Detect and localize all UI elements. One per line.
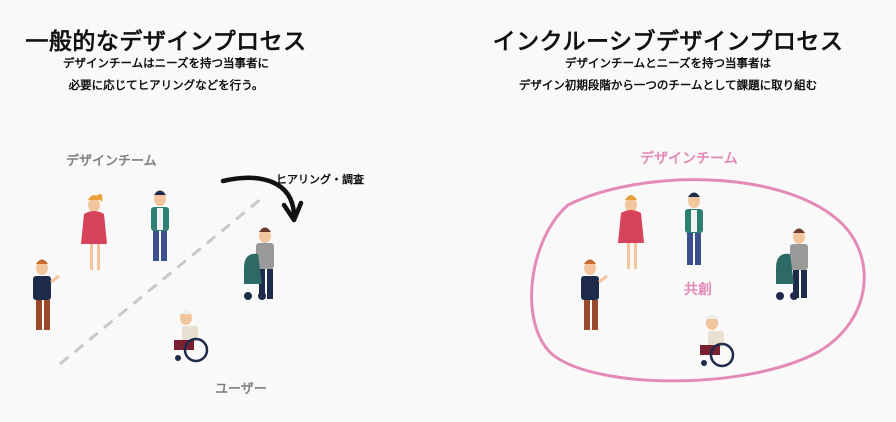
hearing-arrow <box>220 175 297 217</box>
right-title: インクルーシブデザインプロセス <box>492 29 844 55</box>
dashed-separator <box>59 196 263 366</box>
person-wheelchair <box>174 309 209 363</box>
right-subtitle-line-2: デザイン初期段階から一つのチームとして課題に取り組む <box>518 78 818 92</box>
cocreation-label: 共創 <box>684 282 712 298</box>
left-subtitle: デザインチームはニーズを持つ当事者に 必要に応じてヒアリングなどを行う。 <box>0 52 390 96</box>
person-man-navy <box>33 259 60 330</box>
left-panel: 一般的なデザインプロセス デザインチームはニーズを持つ当事者に 必要に応じてヒア… <box>0 29 390 397</box>
right-subtitle: デザインチームとニーズを持つ当事者は デザイン初期段階から一つのチームとして課題… <box>444 52 892 96</box>
left-illustration <box>33 175 304 366</box>
person-woman-red-right <box>618 195 644 269</box>
person-man-stroller <box>244 227 274 300</box>
right-subtitle-line-1: デザインチームとニーズを持つ当事者は <box>564 56 772 70</box>
person-man-navy-right <box>581 259 608 330</box>
left-subtitle-line-2: 必要に応じてヒアリングなどを行う。 <box>68 78 264 92</box>
right-panel: インクルーシブデザインプロセス デザインチームとニーズを持つ当事者は デザイン初… <box>448 0 896 422</box>
person-man-stroller-right <box>776 228 808 300</box>
left-team-label: デザインチーム <box>66 154 157 169</box>
hearing-arrowhead <box>281 200 304 223</box>
person-man-teal-right <box>685 192 703 265</box>
left-subtitle-line-1: デザインチームはニーズを持つ当事者に <box>62 56 270 70</box>
right-illustration <box>530 178 866 383</box>
team-boundary <box>530 178 866 383</box>
person-wheelchair-right <box>700 314 735 368</box>
left-title: 一般的なデザインプロセス <box>25 29 307 55</box>
hearing-label: ヒアリング・調査 <box>276 173 364 186</box>
person-woman-red <box>81 194 107 270</box>
users-label: ユーザー <box>215 382 267 397</box>
person-man-teal <box>151 190 169 261</box>
right-team-label: デザインチーム <box>640 151 738 167</box>
